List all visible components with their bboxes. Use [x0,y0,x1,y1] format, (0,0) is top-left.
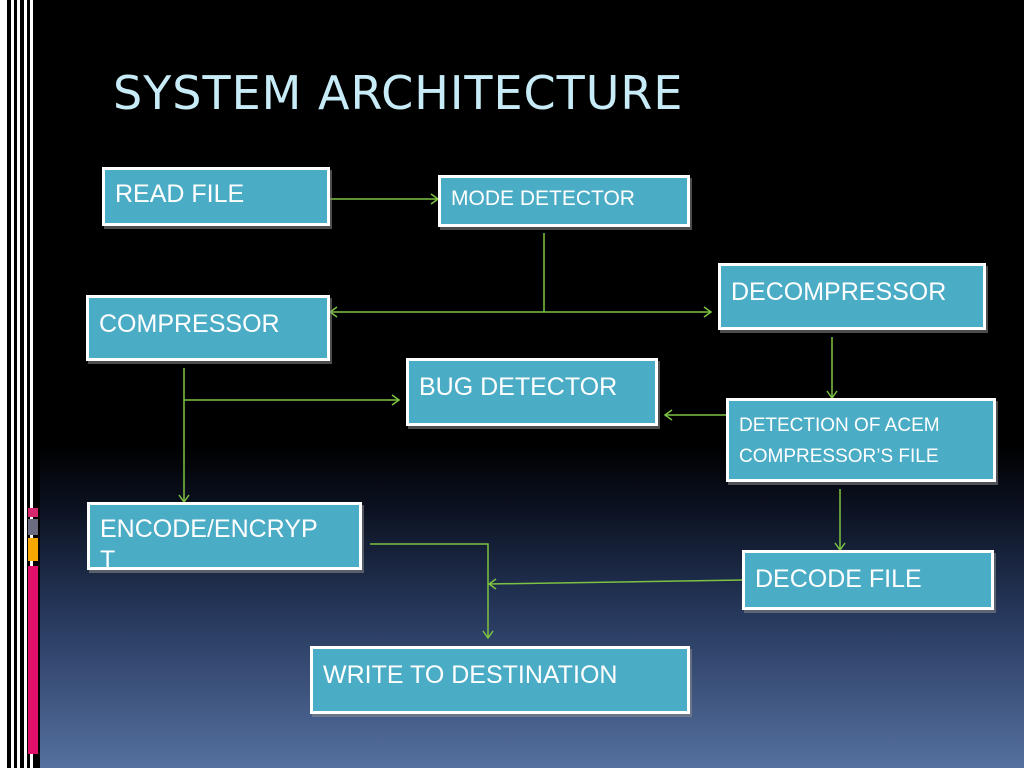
node-encode-encrypt-line-2: T [100,546,116,574]
node-bug-detector-label: BUG DETECTOR [419,373,618,401]
node-decode-file-label: DECODE FILE [755,565,922,593]
node-detection-line-1: DETECTION OF ACEM [739,415,940,436]
connector-decode-to-join [488,579,745,585]
node-detection-line-2: COMPRESSOR’S FILE [739,446,939,467]
node-decompressor-label: DECOMPRESSOR [731,278,947,306]
node-compressor: COMPRESSOR [86,295,330,361]
node-detection-acem: DETECTION OF ACEM COMPRESSOR’S FILE [726,398,996,482]
slide-title: SYSTEM ARCHITECTURE [113,66,684,120]
node-read-file-label: READ FILE [115,180,245,208]
node-mode-detector: MODE DETECTOR [438,175,690,227]
node-encode-encrypt: ENCODE/ENCRYP T [87,502,362,574]
bars-icon [7,0,40,768]
node-decompressor: DECOMPRESSOR [718,263,986,330]
node-write-destination: WRITE TO DESTINATION [310,646,690,714]
node-compressor-label: COMPRESSOR [99,310,280,338]
node-write-destination-label: WRITE TO DESTINATION [323,661,618,689]
node-bug-detector: BUG DETECTOR [406,358,658,426]
node-decode-file: DECODE FILE [742,550,994,610]
node-mode-detector-label: MODE DETECTOR [451,187,635,210]
node-encode-encrypt-line-1: ENCODE/ENCRYP [100,515,318,543]
connector-encode-to-write [370,543,489,638]
node-read-file: READ FILE [102,167,330,226]
